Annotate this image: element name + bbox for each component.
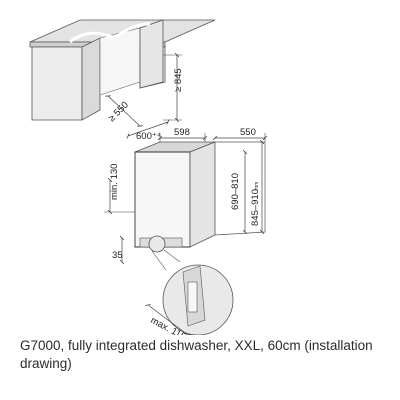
appliance-depth-outline	[214, 141, 266, 236]
appliance-view: 598 550 690–810 845–910 mm min. 130 35	[104, 127, 265, 262]
niche-width-dim	[128, 122, 168, 136]
detail-leader-2	[151, 250, 167, 271]
left-cabinet	[31, 46, 83, 121]
niche-back	[99, 27, 141, 96]
kitchen-niche-view: ≥ 845 ≥ 550 600⁺⁴	[29, 19, 216, 142]
niche-width-label: 600⁺⁴	[136, 131, 161, 142]
width-label: 598	[174, 127, 190, 138]
min-top-label: min. 130	[109, 164, 120, 200]
niche-depth-label: ≥ 550	[106, 100, 131, 125]
niche-height-label: ≥ 845	[173, 68, 184, 92]
detail-plinth	[187, 281, 198, 313]
installation-drawing: ≥ 845 ≥ 550 600⁺⁴ 598 550 690–810	[29, 19, 400, 335]
detail-view: max. 115	[148, 249, 234, 335]
detail-marker	[148, 235, 166, 253]
total-height-unit: mm	[254, 182, 260, 190]
max-plinth-dim	[148, 305, 188, 335]
appliance-front	[134, 151, 191, 248]
total-height-label: 845–910	[250, 189, 261, 226]
countertop-cutout	[69, 22, 151, 44]
depth-label: 550	[240, 127, 256, 138]
front-height-label: 690–810	[230, 173, 241, 210]
caption: G7000, fully integrated dishwasher, XXL,…	[20, 338, 373, 371]
left-cabinet-side	[81, 37, 101, 121]
appliance-side	[189, 141, 216, 248]
detail-leader-1	[163, 249, 181, 263]
plinth-height-label: 35	[112, 250, 123, 261]
right-cabinet	[139, 19, 164, 89]
